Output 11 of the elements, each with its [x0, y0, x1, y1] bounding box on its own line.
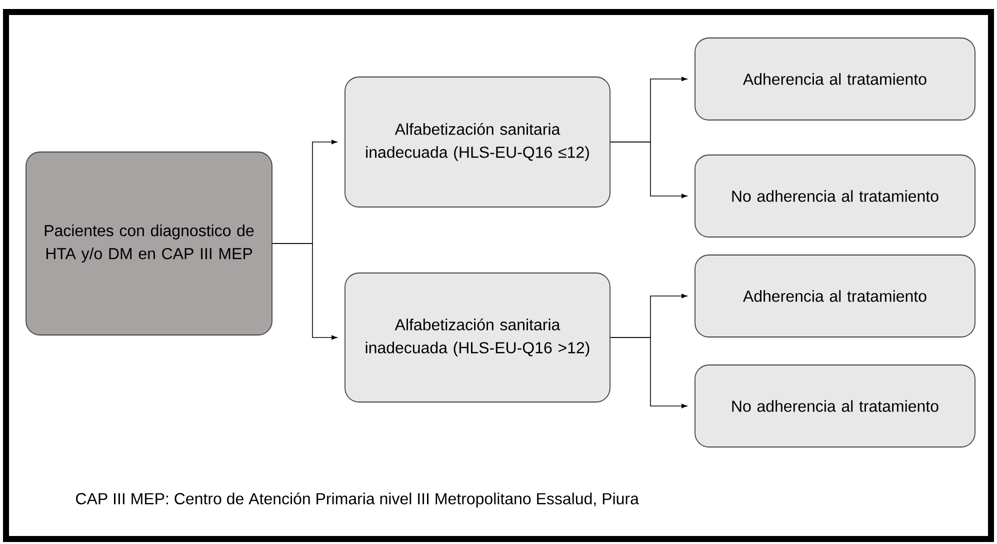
outcome-box: No adherencia al tratamiento — [694, 154, 976, 238]
arrow — [610, 142, 688, 198]
start-box: Pacientes con diagnostico de HTA y/o DM en CAP III MEP — [26, 152, 272, 336]
outcome-box: No adherencia al tratamiento — [694, 364, 976, 448]
arrow — [610, 337, 688, 408]
outcome-box: Adherencia al tratamiento — [694, 254, 976, 338]
arrow — [272, 243, 338, 340]
process-box: Alfabetización sanitaria inadecuada (HLS-EU-Q16 >12) — [344, 272, 610, 402]
process-box: Alfabetización sanitaria inadecuada (HLS-EU-Q16 ≤12) — [344, 76, 610, 208]
outcome-box: Adherencia al tratamiento — [694, 38, 976, 120]
footnote: CAP III MEP: Centro de Atención Primaria nivel III Metropolitano Essalud, Piura — [76, 492, 639, 508]
